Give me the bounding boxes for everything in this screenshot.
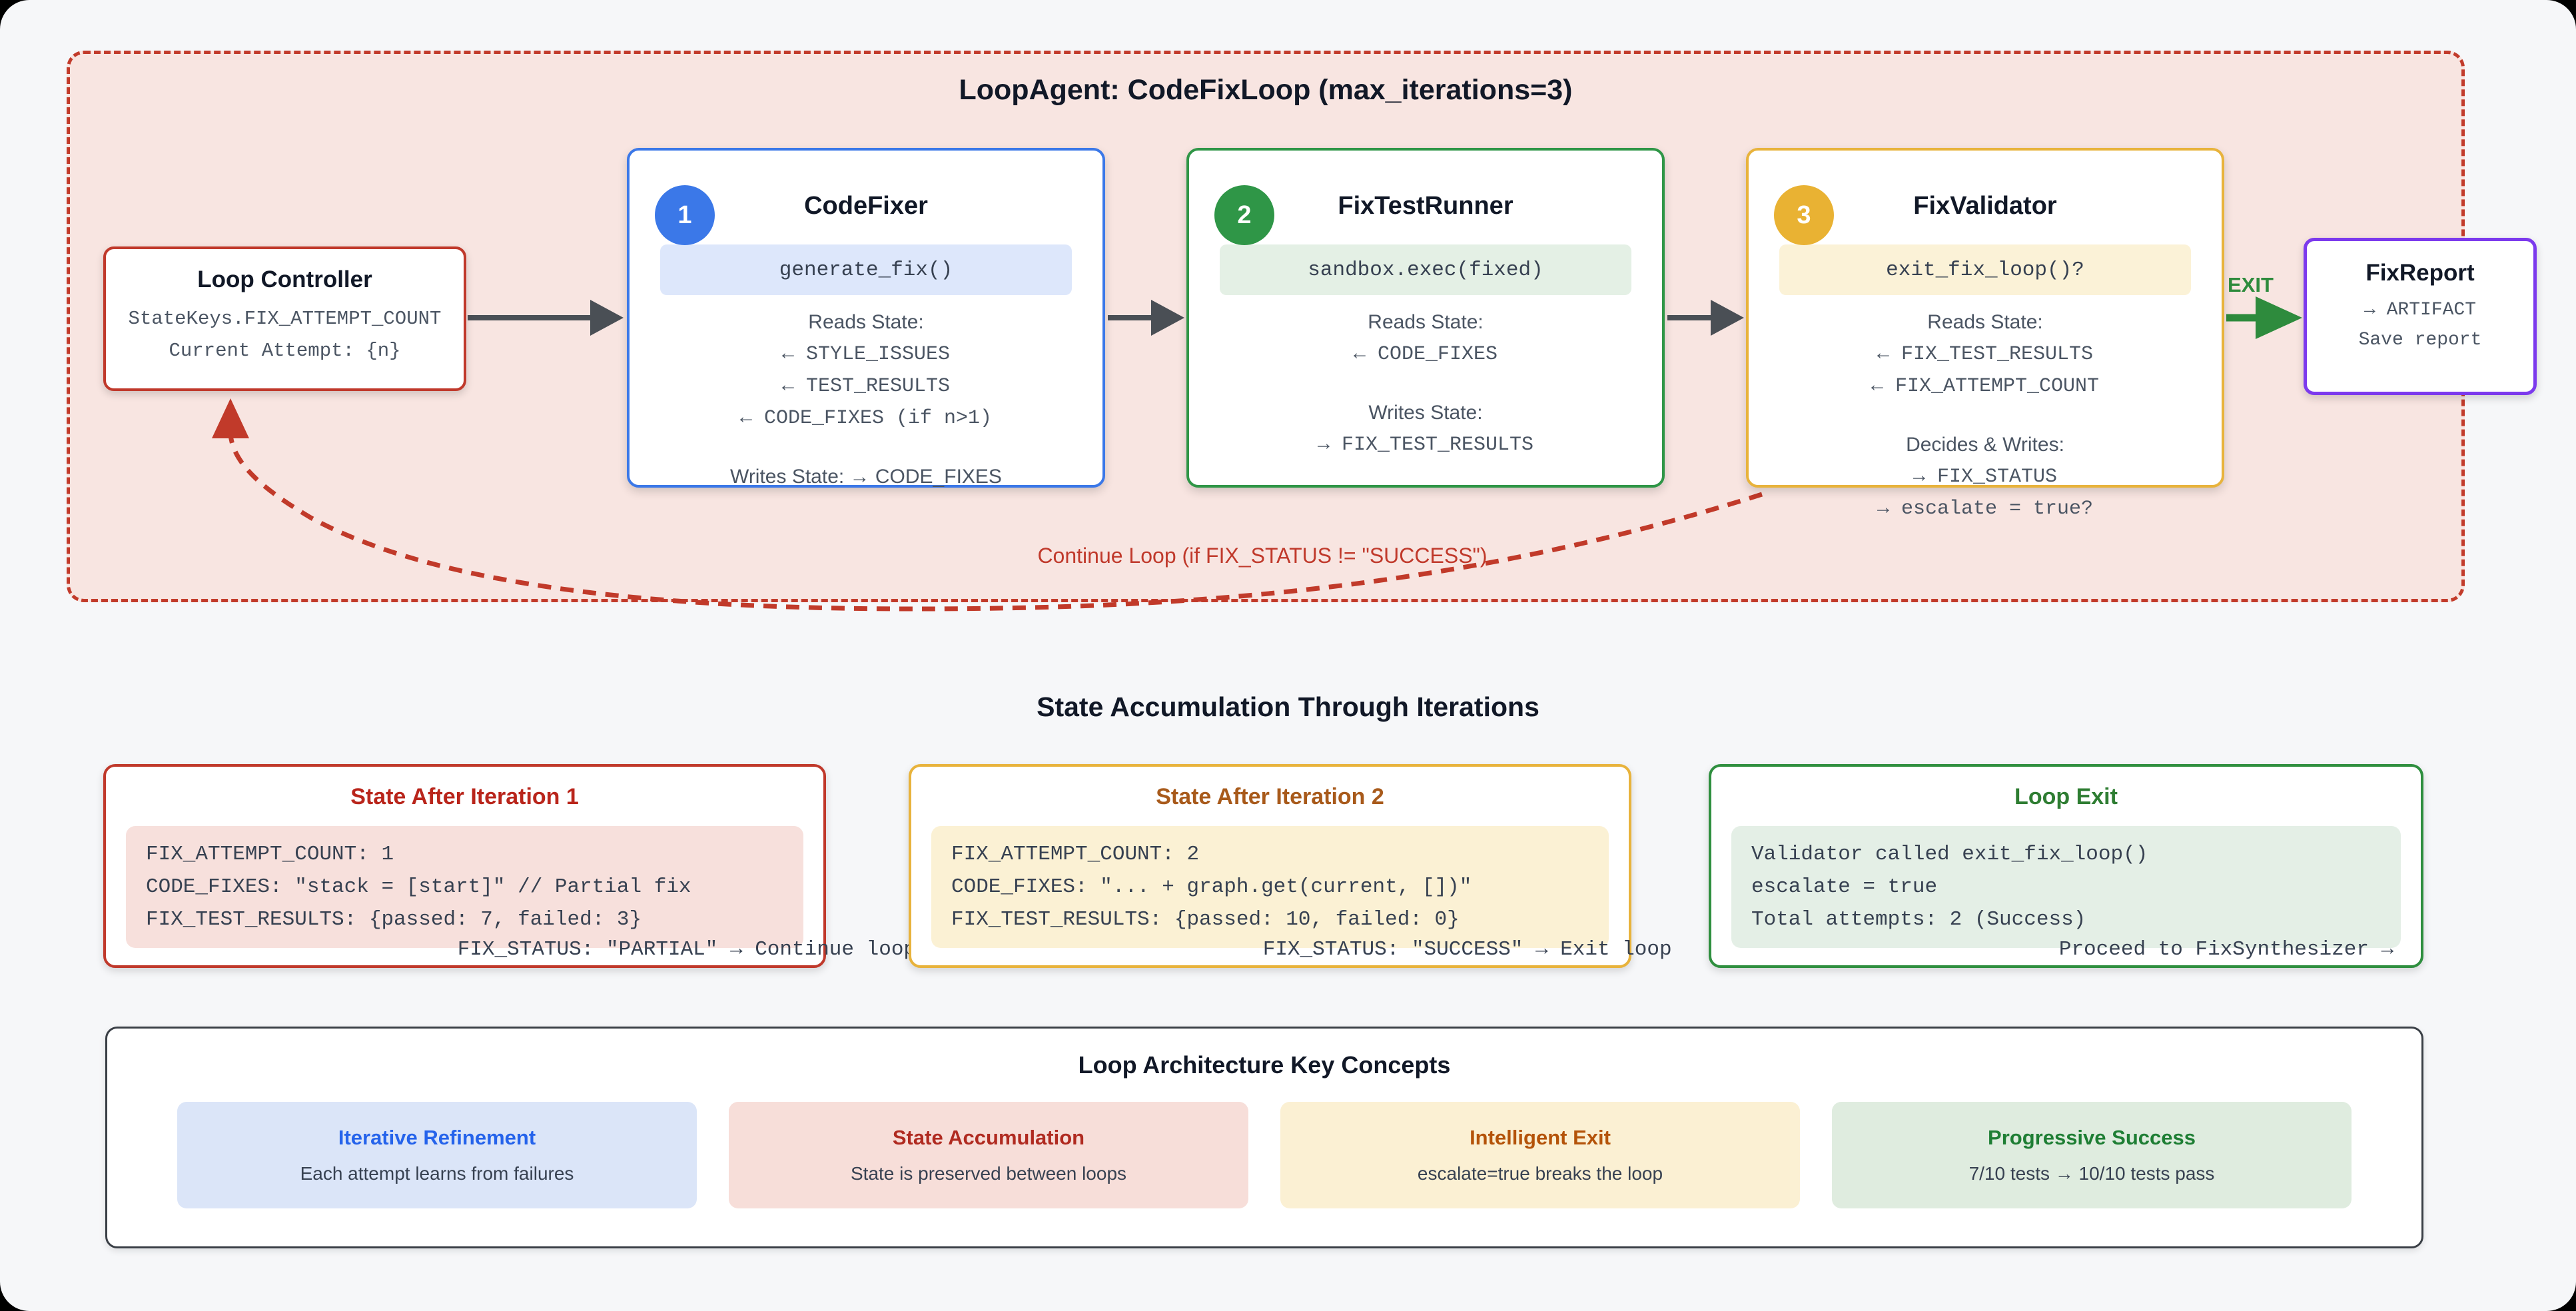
- reads-state-label: Reads State:: [808, 311, 924, 333]
- concept-card-progressive-success: Progressive Success 7/10 tests → 10/10 t…: [1832, 1102, 2352, 1208]
- step-badge-3: 3: [1774, 185, 1834, 245]
- concept-subtitle: 7/10 tests → 10/10 tests pass: [1968, 1163, 2215, 1184]
- state-code-block: Validator called exit_fix_loop() escalat…: [1731, 826, 2401, 948]
- reads-state-label: Reads State:: [1927, 311, 2043, 333]
- agent-box-fixtestrunner: 2 FixTestRunner sandbox.exec(fixed) Read…: [1186, 148, 1665, 488]
- state-overflow-line: FIX_STATUS: "SUCCESS" → Exit loop: [1262, 938, 1672, 961]
- writes-item: → FIX_TEST_RESULTS: [1317, 434, 1534, 456]
- reads-item: ← CODE_FIXES (if n>1): [739, 407, 993, 430]
- concept-subtitle: Each attempt learns from failures: [300, 1163, 574, 1184]
- fixreport-box: FixReport → ARTIFACT Save report: [2304, 238, 2537, 395]
- decides-writes-label: Decides & Writes:: [1906, 434, 2064, 456]
- fixreport-title: FixReport: [2365, 260, 2475, 286]
- code-line: FIX_ATTEMPT_COUNT: 1: [146, 843, 394, 866]
- key-concepts-heading: Loop Architecture Key Concepts: [1078, 1051, 1451, 1079]
- loop-controller-attempt: Current Attempt: {n}: [169, 340, 401, 362]
- concept-title: Iterative Refinement: [338, 1126, 536, 1149]
- continue-loop-label: Continue Loop (if FIX_STATUS != "SUCCESS…: [1037, 544, 1488, 568]
- state-card-title: State After Iteration 2: [1156, 784, 1384, 809]
- loop-controller-box: Loop Controller StateKeys.FIX_ATTEMPT_CO…: [103, 246, 466, 391]
- state-code-block: FIX_ATTEMPT_COUNT: 1 CODE_FIXES: "stack …: [126, 826, 803, 948]
- writes-item: → FIX_STATUS: [1913, 466, 2058, 488]
- exit-label: EXIT: [2228, 273, 2274, 296]
- code-line: FIX_TEST_RESULTS: {passed: 7, failed: 3}: [146, 908, 642, 931]
- step-badge-1: 1: [655, 185, 715, 245]
- state-code-block: FIX_ATTEMPT_COUNT: 2 CODE_FIXES: "... + …: [931, 826, 1609, 948]
- state-card-title: State After Iteration 1: [350, 784, 579, 809]
- concept-subtitle: State is preserved between loops: [850, 1163, 1127, 1184]
- code-line: FIX_ATTEMPT_COUNT: 2: [951, 843, 1200, 866]
- reads-item: ← FIX_ATTEMPT_COUNT: [1871, 375, 2100, 398]
- state-overflow-line: Proceed to FixSynthesizer →: [2058, 938, 2394, 961]
- agent-chip-fixvalidator: exit_fix_loop()?: [1779, 244, 2191, 295]
- code-line: Total attempts: 2 (Success): [1751, 908, 2086, 931]
- code-line: FIX_TEST_RESULTS: {passed: 10, failed: 0…: [951, 908, 1460, 931]
- state-section-heading: State Accumulation Through Iterations: [1037, 691, 1539, 722]
- concept-title: Progressive Success: [1988, 1126, 2196, 1149]
- code-line: Validator called exit_fix_loop(): [1751, 843, 2148, 866]
- reads-item: ← STYLE_ISSUES: [781, 343, 951, 366]
- writes-state-label: Writes State: → CODE_FIXES: [730, 466, 1002, 488]
- agent-box-fixvalidator: 3 FixValidator exit_fix_loop()? Reads St…: [1746, 148, 2224, 520]
- concept-subtitle: escalate=true breaks the loop: [1417, 1163, 1663, 1184]
- key-concepts-panel: Loop Architecture Key Concepts Iterative…: [105, 1027, 2423, 1248]
- reads-item: ← TEST_RESULTS: [781, 375, 951, 398]
- state-card-loop-exit: Loop Exit Validator called exit_fix_loop…: [1709, 764, 2423, 968]
- reads-state-label: Reads State:: [1368, 311, 1484, 333]
- agent-title-codefixer: CodeFixer: [804, 192, 928, 220]
- fixreport-save: Save report: [2358, 330, 2482, 350]
- loop-controller-statekey: StateKeys.FIX_ATTEMPT_COUNT: [128, 308, 442, 330]
- agent-title-fixtestrunner: FixTestRunner: [1338, 192, 1513, 220]
- writes-state-label: Writes State:: [1368, 402, 1483, 424]
- concept-title: Intelligent Exit: [1470, 1126, 1611, 1149]
- step-badge-2: 2: [1214, 185, 1274, 245]
- writes-item-escalate: → escalate = true?: [1877, 498, 2094, 520]
- reads-item: ← FIX_TEST_RESULTS: [1877, 343, 2094, 366]
- concept-card-intelligent-exit: Intelligent Exit escalate=true breaks th…: [1280, 1102, 1800, 1208]
- agent-box-codefixer: 1 CodeFixer generate_fix() Reads State: …: [627, 148, 1105, 488]
- agent-title-fixvalidator: FixValidator: [1913, 192, 2057, 220]
- concept-card-state-accumulation: State Accumulation State is preserved be…: [729, 1102, 1248, 1208]
- concept-card-iterative-refinement: Iterative Refinement Each attempt learns…: [177, 1102, 697, 1208]
- state-card-iteration-1: State After Iteration 1 FIX_ATTEMPT_COUN…: [103, 764, 916, 968]
- concept-row: Iterative Refinement Each attempt learns…: [107, 1102, 2421, 1208]
- state-overflow-line: FIX_STATUS: "PARTIAL" → Continue loop: [457, 938, 917, 961]
- agent-chip-codefixer: generate_fix(): [660, 244, 1072, 295]
- code-line: CODE_FIXES: "stack = [start]" // Partial…: [146, 875, 691, 899]
- loop-agent-title: LoopAgent: CodeFixLoop (max_iterations=3…: [959, 74, 1573, 106]
- agent-chip-fixtestrunner: sandbox.exec(fixed): [1220, 244, 1631, 295]
- state-card-iteration-2: State After Iteration 2 FIX_ATTEMPT_COUN…: [909, 764, 1672, 968]
- fixreport-artifact: → ARTIFACT: [2363, 300, 2477, 320]
- state-card-title: Loop Exit: [2014, 784, 2118, 809]
- reads-item: ← CODE_FIXES: [1353, 343, 1498, 366]
- code-line: CODE_FIXES: "... + graph.get(current, []…: [951, 875, 1472, 899]
- loop-controller-title: Loop Controller: [197, 266, 372, 292]
- code-line: escalate = true: [1751, 875, 1938, 899]
- concept-title: State Accumulation: [892, 1126, 1085, 1149]
